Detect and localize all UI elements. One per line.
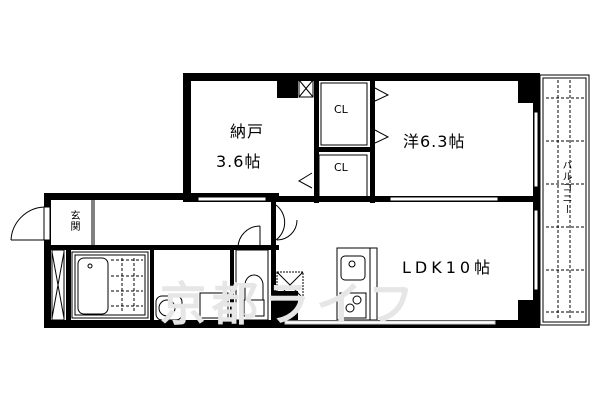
ldk-room-label: LDK10帖 <box>402 258 495 277</box>
closet-1-label: CL <box>334 103 348 116</box>
storage-room-name: 納戸 <box>230 122 265 141</box>
windows <box>197 111 539 325</box>
balcony <box>539 74 590 326</box>
watermark: 京都ライフ <box>160 277 420 331</box>
closet-2-label: CL <box>334 161 348 174</box>
western-room-label: 洋6.3帖 <box>403 132 466 151</box>
balcony-label: バルコニー <box>560 160 571 215</box>
entrance-label: 玄関 <box>68 210 79 232</box>
storage-room-area: 3.6帖 <box>216 152 262 171</box>
